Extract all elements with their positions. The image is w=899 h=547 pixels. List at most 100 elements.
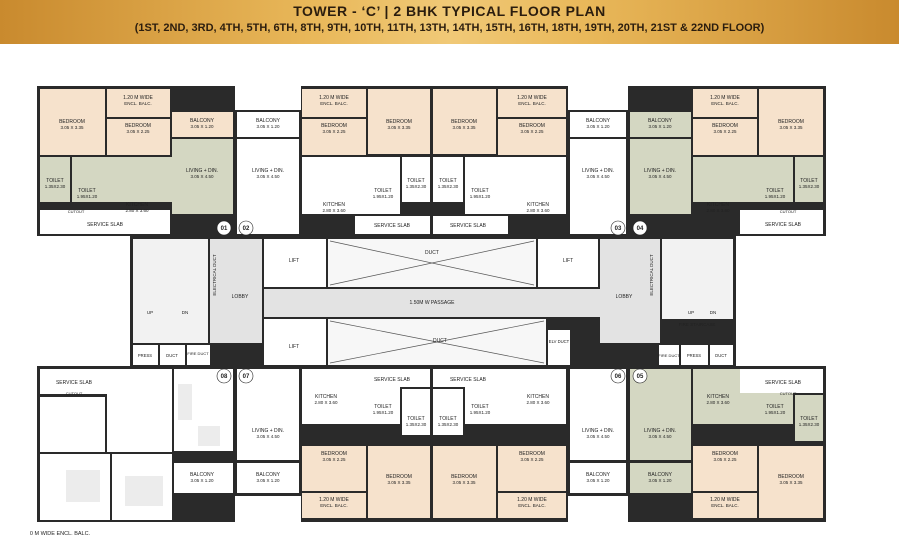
bedroom-dim: 3.05 X 2.25 bbox=[322, 129, 346, 134]
living bbox=[630, 369, 691, 460]
balcony-label: BALCONY bbox=[648, 118, 673, 124]
balcony-dim: 3.05 X 1.20 bbox=[190, 124, 214, 129]
balcony-dim: 3.05 X 1.20 bbox=[190, 478, 214, 483]
bedroom-label: BEDROOM bbox=[59, 119, 85, 125]
living-label: LIVING + DIN. bbox=[252, 428, 284, 434]
dining-furniture bbox=[198, 426, 220, 446]
toilet-dim: 1.95X1.20 bbox=[470, 194, 491, 199]
bedroom bbox=[498, 446, 566, 491]
encl-balc-label: 1.20 M WIDE bbox=[123, 95, 153, 101]
kitchen-dim: 2.80 X 3.60 bbox=[706, 400, 730, 405]
kitchen-label: KITCHEN bbox=[323, 202, 345, 208]
balcony-note: 0 M WIDE ENCL. BALC. bbox=[30, 531, 91, 537]
toilet bbox=[40, 397, 105, 452]
balcony bbox=[630, 112, 691, 137]
bedroom-dim: 3.05 X 3.35 bbox=[452, 480, 476, 485]
bedroom-label: BEDROOM bbox=[451, 119, 477, 125]
toilet-label: TOILET bbox=[800, 178, 817, 184]
lift-label: LIFT bbox=[563, 258, 573, 264]
toilet-dim: 1.95X1.20 bbox=[470, 410, 491, 415]
kitchen-dim: 2.80 X 3.60 bbox=[314, 400, 338, 405]
bedroom-dim: 3.05 X 3.35 bbox=[387, 480, 411, 485]
kitchen-dim: 2.80 X 3.60 bbox=[526, 400, 550, 405]
bedroom-dim: 3.05 X 3.35 bbox=[779, 480, 803, 485]
service-slab-label: SERVICE SLAB bbox=[374, 377, 411, 383]
balc bbox=[302, 89, 366, 117]
toilet-dim: 1.35X2.30 bbox=[406, 422, 427, 427]
balcony bbox=[570, 112, 626, 137]
lobby bbox=[210, 239, 262, 343]
electrical-duct-label: ELECTRICAL DUCT bbox=[649, 254, 654, 296]
encl-balc-label: 1.20 M WIDE bbox=[517, 95, 547, 101]
balcony-dim: 3.05 X 1.20 bbox=[648, 124, 672, 129]
balc bbox=[302, 493, 366, 518]
bedroom-label: BEDROOM bbox=[778, 474, 804, 480]
living bbox=[570, 139, 626, 234]
cutout-label: CUTOUT bbox=[66, 391, 83, 396]
encl-balc-dim: ENCL. BALC. bbox=[711, 101, 739, 106]
toilet-dim: 1.35X2.30 bbox=[799, 184, 820, 189]
bedroom bbox=[498, 119, 566, 155]
kitchen-dim: 2.80 X 3.60 bbox=[322, 208, 346, 213]
unit-number-marker bbox=[632, 220, 648, 236]
balcony bbox=[172, 112, 233, 137]
fire-duct-label: FIRE DUCT bbox=[187, 351, 209, 356]
title-banner: TOWER - ‘C’ | 2 BHK TYPICAL FLOOR PLAN (… bbox=[0, 0, 899, 44]
bedroom-label: BEDROOM bbox=[321, 451, 347, 457]
toilet-dim: 1.95X1.20 bbox=[765, 194, 786, 199]
toilet-dim: 1.95X1.20 bbox=[373, 194, 394, 199]
balc bbox=[107, 89, 170, 117]
bedroom bbox=[433, 446, 496, 518]
balc bbox=[693, 493, 757, 518]
balc bbox=[498, 89, 566, 117]
duct bbox=[710, 345, 733, 365]
service bbox=[355, 369, 430, 387]
service-slab-label: SERVICE SLAB bbox=[87, 222, 124, 228]
press bbox=[681, 345, 708, 365]
bedroom-dim: 3.05 X 2.25 bbox=[713, 129, 737, 134]
balcony-label: BALCONY bbox=[256, 472, 281, 478]
toilet-dim: 1.95X1.20 bbox=[373, 410, 394, 415]
lobby bbox=[600, 239, 660, 343]
staircase bbox=[133, 239, 208, 343]
toilet bbox=[795, 157, 823, 202]
duct-hatch bbox=[329, 320, 545, 364]
living-label: LIVING + DIN. bbox=[644, 168, 676, 174]
kitchen-label: KITCHEN bbox=[527, 394, 549, 400]
toilet bbox=[760, 185, 790, 202]
living-label: LIVING + DIN. bbox=[582, 428, 614, 434]
fire-staircase-label: FIRE STAIRCASE bbox=[679, 322, 716, 327]
cutout-label: CUTOUT bbox=[68, 209, 85, 214]
toilet-label: TOILET bbox=[46, 178, 63, 184]
lobby-label: LOBBY bbox=[616, 294, 633, 300]
service-slab-label: SERVICE SLAB bbox=[765, 380, 802, 386]
bedroom-label: BEDROOM bbox=[386, 119, 412, 125]
fire-duct-label: FIRE DUCT bbox=[658, 353, 680, 358]
duct-label: DUCT bbox=[715, 353, 727, 358]
passage bbox=[264, 289, 659, 317]
unit-number-marker bbox=[610, 368, 626, 384]
bedroom-label: BEDROOM bbox=[125, 123, 151, 129]
kitchen-label: KITCHEN bbox=[707, 394, 729, 400]
toilet-dim: 1.35X2.30 bbox=[438, 422, 459, 427]
duct-hatch bbox=[329, 240, 535, 286]
service-slab-label: SERVICE SLAB bbox=[765, 222, 802, 228]
press-label: PRESS bbox=[687, 353, 701, 358]
service bbox=[40, 369, 110, 394]
bedroom bbox=[107, 119, 170, 155]
lift bbox=[264, 239, 326, 287]
encl-balc-label: 1.20 M WIDE bbox=[319, 497, 349, 503]
cutout-label: CUTOUT bbox=[780, 209, 797, 214]
unit-number-marker bbox=[216, 368, 232, 384]
toilet-label: TOILET bbox=[439, 416, 456, 422]
kitchen bbox=[465, 369, 566, 424]
duct-label: DUCT bbox=[425, 250, 439, 256]
toilet-dim: 1.35X2.30 bbox=[799, 422, 820, 427]
toilet-dim: 1.35X2.30 bbox=[438, 184, 459, 189]
cutout-label: CUTOUT bbox=[780, 391, 797, 396]
stair-down-label: DN bbox=[182, 310, 189, 315]
living-dim: 3.05 X 4.50 bbox=[190, 174, 214, 179]
encl-balc-label: 1.20 M WIDE bbox=[710, 497, 740, 503]
kitchen-label: KITCHEN bbox=[126, 202, 148, 208]
bedroom bbox=[693, 446, 757, 491]
